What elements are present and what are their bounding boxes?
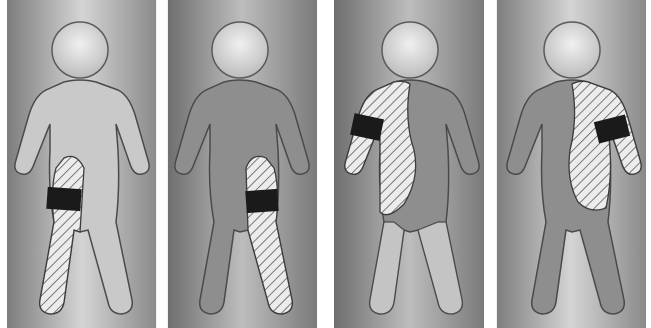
panel-gap: [317, 0, 334, 328]
tourniquet-band: [245, 189, 278, 213]
head: [212, 22, 268, 78]
panel-gap: [484, 0, 496, 328]
tourniquet-band: [46, 187, 81, 211]
head: [544, 22, 600, 78]
head: [52, 22, 108, 78]
panel-gap: [157, 0, 167, 328]
head: [382, 22, 438, 78]
